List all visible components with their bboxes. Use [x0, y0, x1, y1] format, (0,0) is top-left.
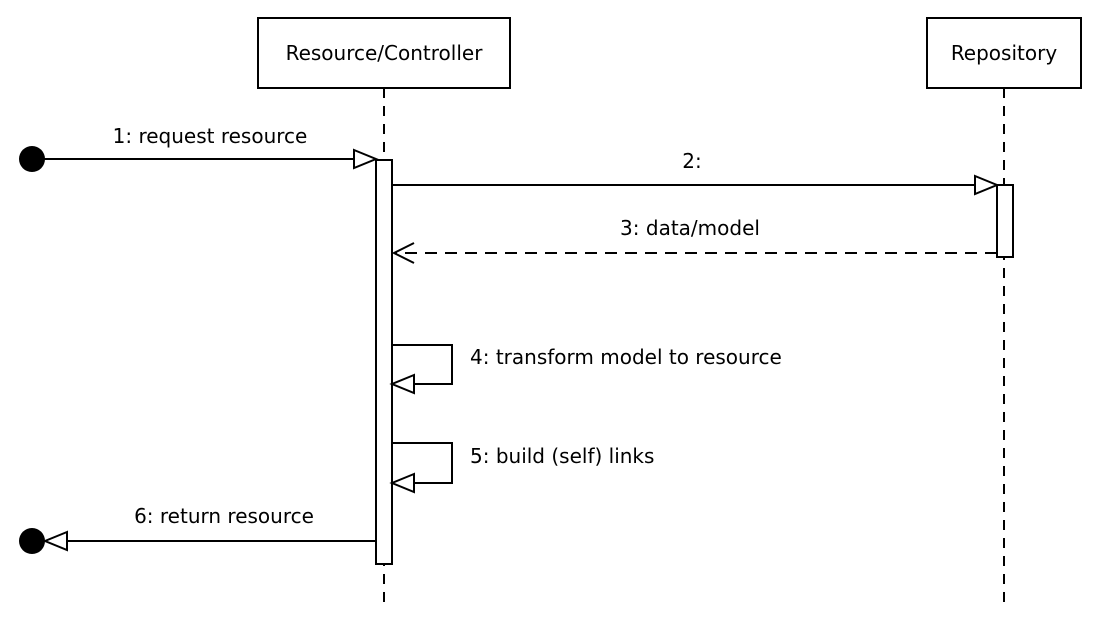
participant-repository-label: Repository — [951, 41, 1058, 65]
participant-controller[interactable]: Resource/Controller — [257, 17, 511, 89]
message-call-repository-label: 2: — [682, 149, 701, 173]
message-return-resource-label: 6: return resource — [134, 504, 314, 528]
message-return-resource[interactable]: 6: return resource — [19, 504, 376, 554]
message-transform-model-line — [392, 344, 453, 385]
hollow-arrowhead-icon — [389, 472, 415, 494]
participant-controller-box — [257, 17, 511, 89]
message-request-resource[interactable]: 1: request resource — [19, 124, 379, 172]
hollow-arrowhead-icon — [353, 148, 379, 170]
message-call-repository[interactable]: 2: — [392, 149, 1000, 196]
message-data-model-label: 3: data/model — [620, 216, 760, 240]
message-request-resource-label: 1: request resource — [113, 124, 308, 148]
hollow-arrowhead-icon — [389, 373, 415, 395]
message-build-links[interactable]: 5: build (self) links — [389, 442, 654, 494]
hollow-arrowhead-icon — [974, 174, 1000, 196]
participant-repository[interactable]: Repository — [926, 17, 1082, 89]
hollow-arrowhead-icon — [42, 530, 68, 552]
message-build-links-label: 5: build (self) links — [470, 444, 654, 468]
message-transform-model[interactable]: 4: transform model to resource — [389, 344, 782, 395]
message-transform-model-label: 4: transform model to resource — [470, 345, 782, 369]
message-build-links-line — [392, 442, 453, 484]
activation-bar-controller — [375, 159, 393, 565]
end-point-icon — [19, 528, 45, 554]
participant-controller-label: Resource/Controller — [286, 41, 484, 65]
message-data-model[interactable]: 3: data/model — [391, 216, 997, 264]
participant-repository-box — [926, 17, 1082, 89]
open-arrowhead-icon — [391, 242, 415, 264]
activation-bar-repository — [996, 184, 1014, 258]
